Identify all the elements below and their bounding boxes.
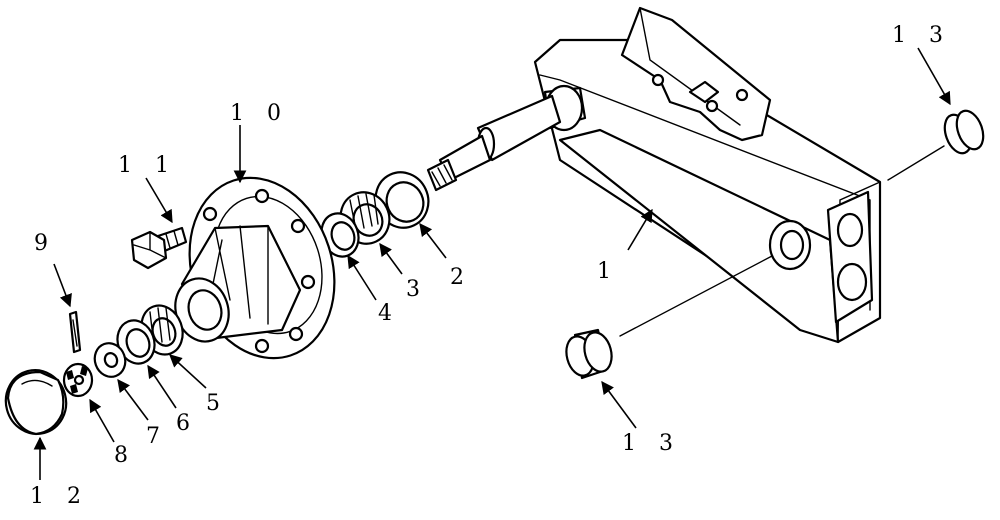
castle-nut-part-8 (62, 362, 94, 398)
cotter-pin-part-9 (68, 310, 82, 354)
hub-part-10 (174, 176, 336, 360)
callout-2: 2 (450, 265, 472, 290)
leader-1 (627, 208, 653, 251)
leader-9 (53, 263, 72, 308)
callout-7: 7 (146, 424, 168, 449)
leader-lines (33, 47, 951, 480)
callout-9: 9 (34, 231, 56, 256)
bushing-part-13-upper (943, 109, 985, 155)
callout-11: 1 1 (118, 153, 177, 178)
callout-12: 1 2 (30, 484, 89, 509)
leader-13a (917, 47, 951, 106)
callout-labels: 1 2 3 4 5 6 7 8 9 1 0 1 1 1 2 1 3 1 3 (30, 23, 951, 509)
leader-7 (117, 378, 149, 421)
callout-10: 1 0 (230, 101, 289, 126)
leader-8 (89, 398, 115, 443)
seal-part-4 (320, 212, 360, 258)
bolt-part-11 (130, 226, 188, 270)
callout-8: 8 (114, 443, 136, 468)
callout-6: 6 (176, 411, 198, 436)
leader-2 (419, 222, 447, 259)
bushing-part-13-lower (565, 328, 613, 380)
leader-11 (145, 177, 173, 224)
spindle-arm-part-1 (426, 6, 882, 344)
callout-5: 5 (206, 391, 228, 416)
callout-13-upper: 1 3 (892, 23, 951, 48)
leader-5 (169, 354, 207, 389)
washer-part-7 (93, 342, 127, 378)
leader-3 (379, 242, 403, 275)
leader-4 (347, 254, 377, 301)
leader-6 (147, 364, 177, 409)
callout-4: 4 (378, 301, 400, 326)
callout-13-lower: 1 3 (622, 431, 681, 456)
callout-3: 3 (406, 277, 428, 302)
callout-1: 1 (597, 259, 619, 284)
dust-cap-part-12 (4, 369, 68, 436)
leader-13b (601, 380, 637, 429)
